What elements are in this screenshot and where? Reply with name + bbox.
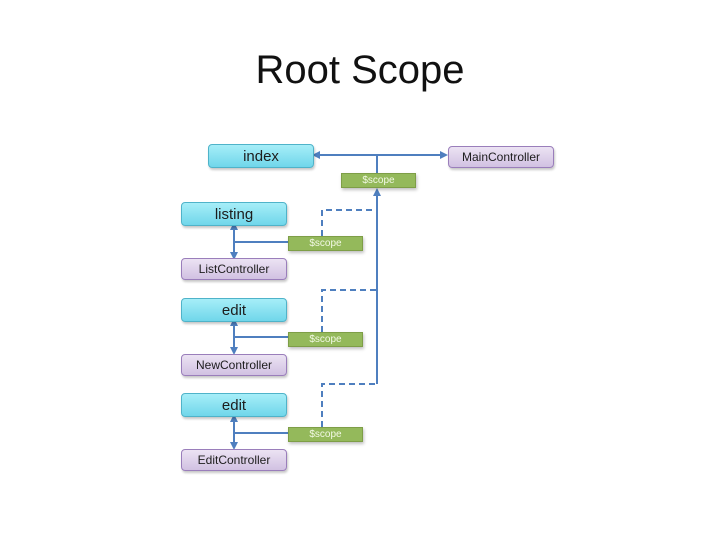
listing-scope-dashed [321, 209, 377, 236]
edit-view-edit: edit [181, 393, 287, 417]
edit-scope-badge: $scope [288, 427, 363, 442]
main-controller: MainController [448, 146, 554, 168]
edit-controller: EditController [181, 449, 287, 471]
edit-scope-dashed [321, 383, 377, 427]
new-scope-badge: $scope [288, 332, 363, 347]
new-scope-dashed [321, 289, 377, 332]
index-view: index [208, 144, 314, 168]
root-scope-badge: $scope [341, 173, 416, 188]
edit-view-new: edit [181, 298, 287, 322]
new-controller: NewController [181, 354, 287, 376]
list-controller: ListController [181, 258, 287, 280]
slide-title: Root Scope [255, 48, 465, 92]
listing-view: listing [181, 202, 287, 226]
listing-scope-badge: $scope [288, 236, 363, 251]
